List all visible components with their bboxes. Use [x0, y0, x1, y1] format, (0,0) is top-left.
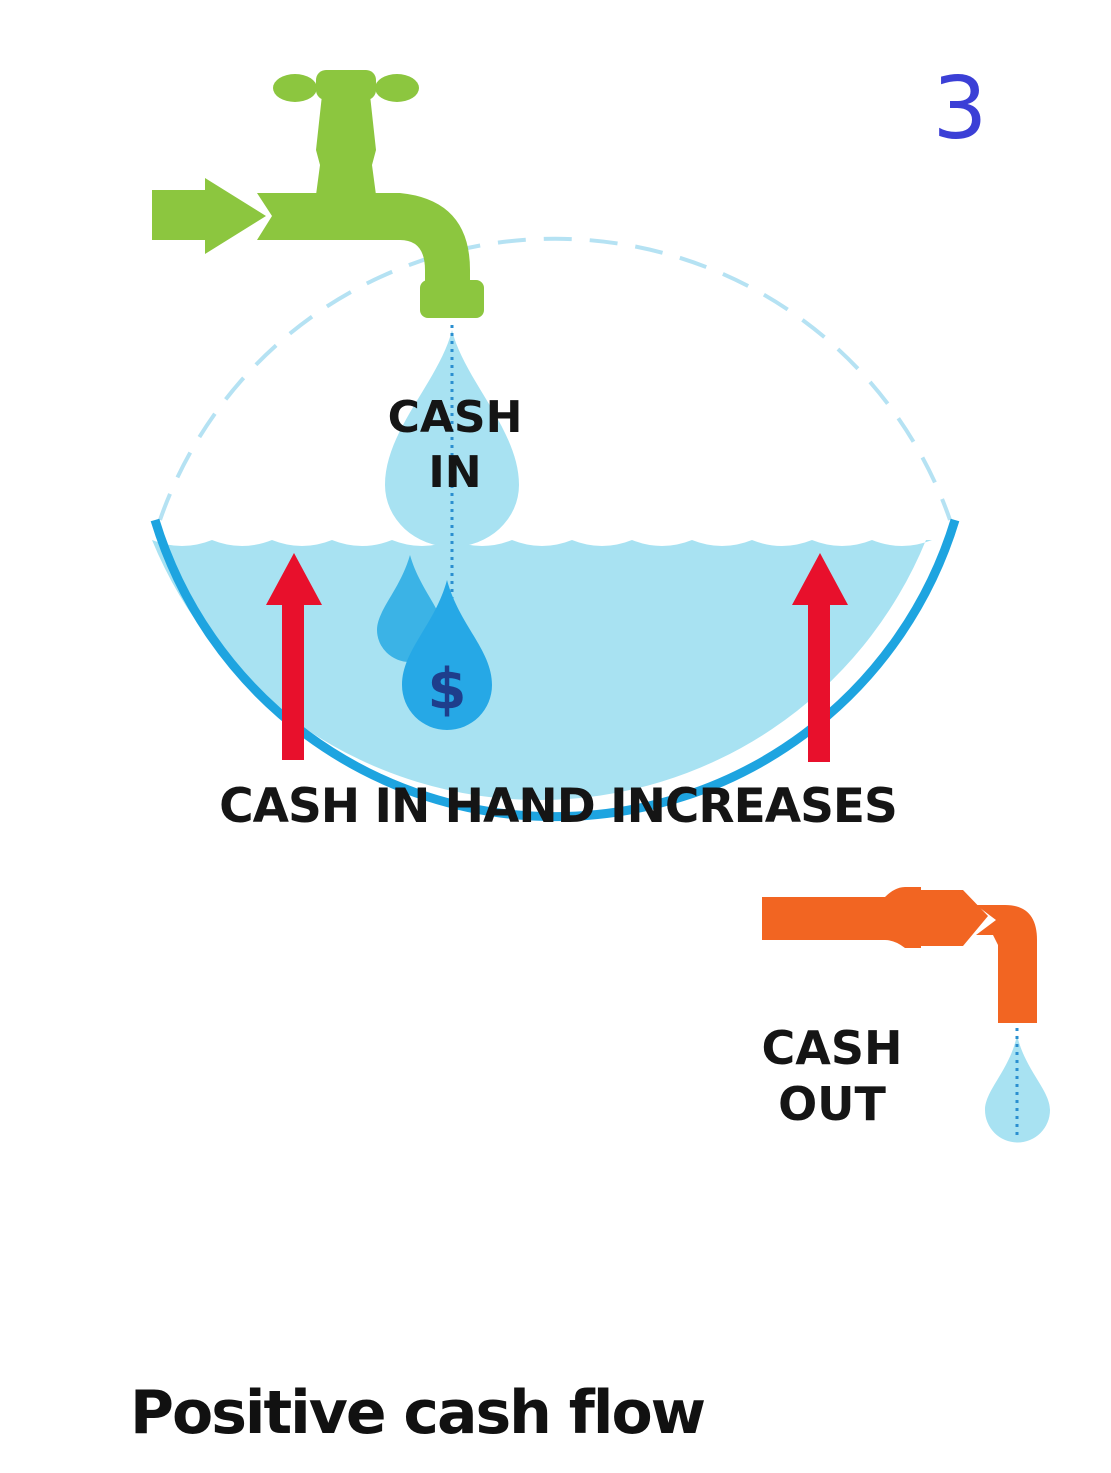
water-drop-icon [985, 1035, 1050, 1143]
cash-out-label-line2: OUT [778, 1077, 886, 1131]
page-number: 3 [933, 59, 988, 159]
cash-out-label-line1: CASH [762, 1021, 903, 1075]
water-body [152, 540, 932, 801]
up-arrow-icon [266, 553, 322, 760]
tank-outline [150, 518, 960, 822]
tank-dashed-outline [158, 236, 952, 521]
cash-in-label-line1: CASH [388, 392, 523, 443]
cash-in-label-line2: IN [428, 447, 481, 498]
outflow-pipe-icon [762, 887, 1037, 1023]
cash-in-hand-label: CASH IN HAND INCREASES [219, 779, 897, 834]
up-arrow-icon [792, 553, 848, 762]
inflow-arrow-icon [152, 178, 266, 254]
dollar-sign: $ [428, 657, 467, 722]
diagram-title: Positive cash flow [130, 1378, 706, 1448]
faucet-icon [257, 70, 484, 318]
dollar-drop-icon [402, 580, 492, 730]
